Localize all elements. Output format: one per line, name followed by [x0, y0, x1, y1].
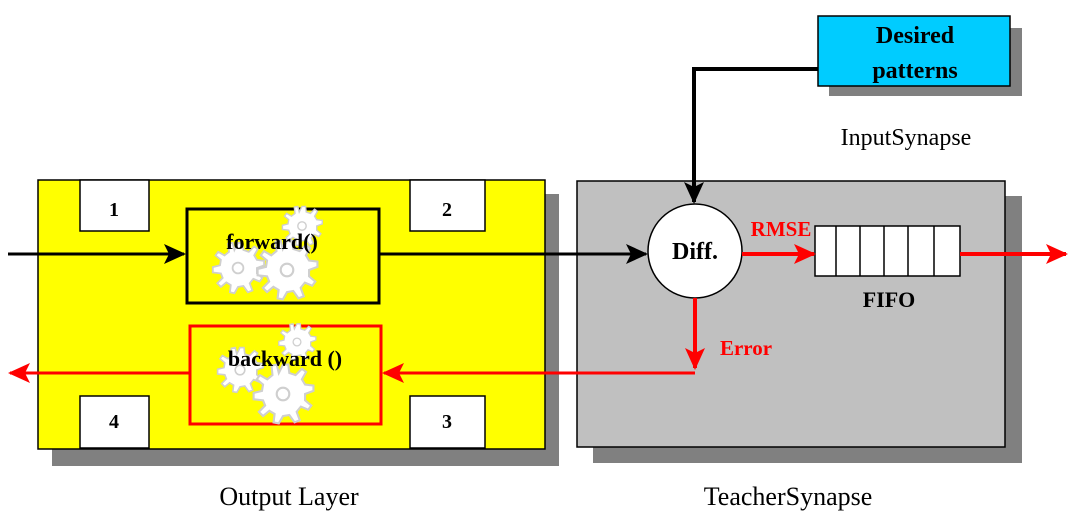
backward-label: backward () [228, 346, 342, 371]
desired-to-diff-arrow [684, 67, 818, 204]
output-layer-box: 1 2 3 4 forward() backward () [37, 179, 559, 466]
corner-box-1 [79, 179, 150, 232]
diff-label: Diff. [672, 239, 718, 265]
desired-patterns-line2: patterns [872, 58, 957, 84]
rmse-label: RMSE [751, 217, 812, 241]
corner-label-4: 4 [109, 411, 119, 433]
corner-label-1: 1 [109, 199, 119, 221]
input-synapse-label: InputSynapse [841, 125, 972, 151]
corner-box-4 [79, 395, 150, 449]
output-layer-caption: Output Layer [219, 482, 359, 511]
fifo-label: FIFO [863, 287, 916, 312]
forward-label: forward() [226, 229, 318, 254]
teacher-synapse-box: FIFO Diff. RMSE Error [576, 180, 1022, 463]
teacher-synapse-caption: TeacherSynapse [704, 482, 873, 511]
error-label: Error [720, 336, 772, 360]
corner-label-2: 2 [442, 199, 452, 221]
fifo-queue [814, 225, 961, 277]
corner-label-3: 3 [442, 411, 452, 433]
corner-box-3 [409, 395, 486, 449]
desired-patterns-box: Desired patterns [817, 15, 1022, 96]
corner-box-2 [409, 179, 486, 232]
desired-patterns-line1: Desired [876, 23, 955, 49]
